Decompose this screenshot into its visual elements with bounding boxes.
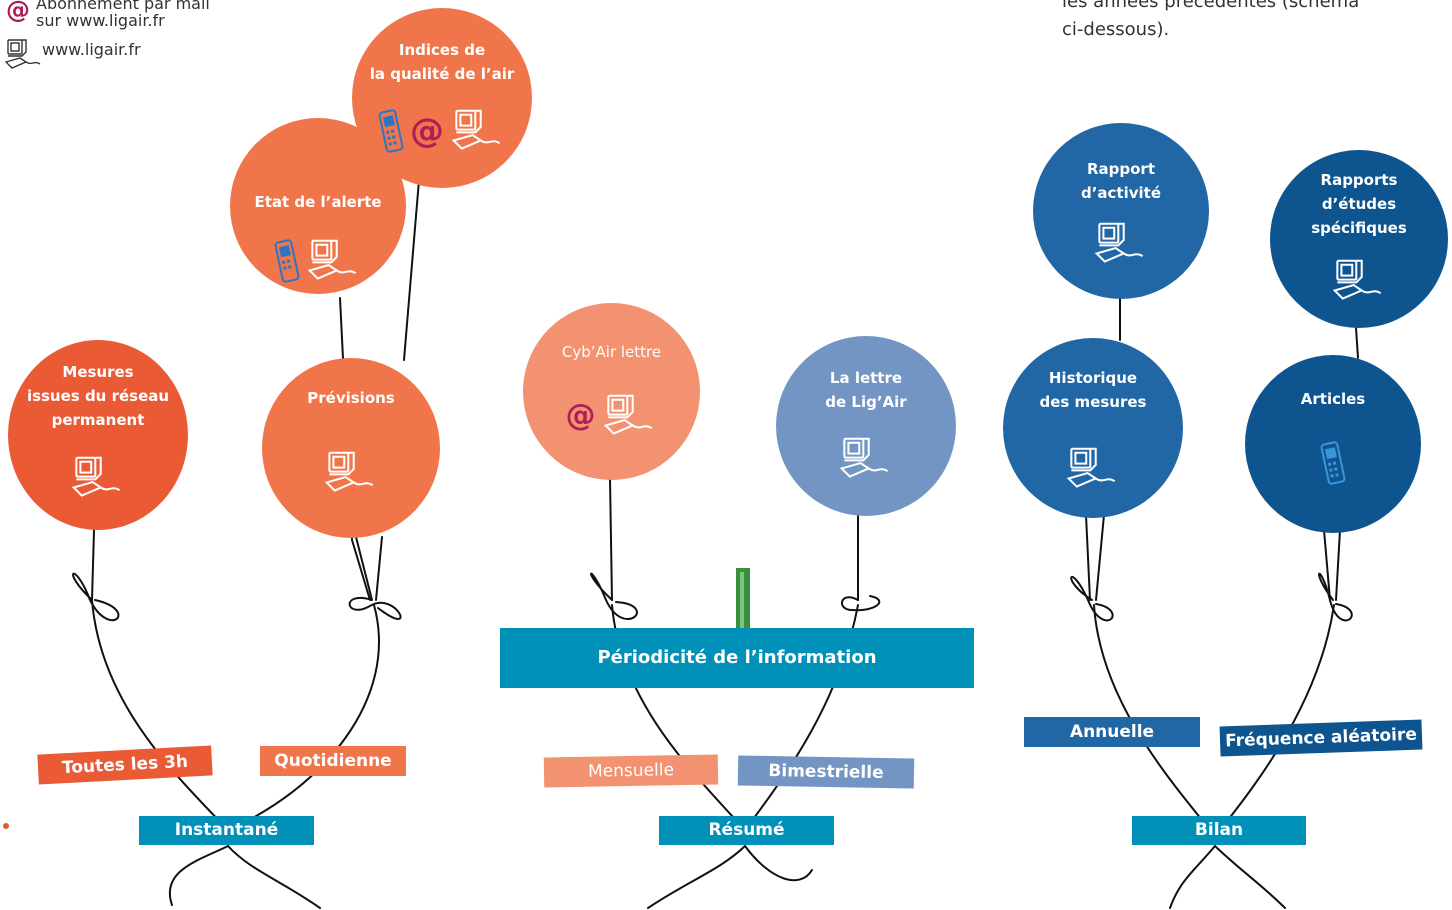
computer-icon [1094, 222, 1144, 263]
base-resume: Résumé [659, 816, 834, 845]
balloon-previsions: Prévisions [262, 358, 440, 538]
balloon-lettre: La lettre de Lig’Air [776, 336, 956, 516]
phone-icon [1320, 441, 1346, 485]
balloon-lettre-label: La lettre de Lig’Air [825, 369, 907, 411]
balloon-rapport-label: Rapport d’activité [1080, 160, 1162, 202]
balloon-articles: Articles [1245, 355, 1421, 533]
computer-icon [71, 456, 121, 497]
at-sign-icon: @ [6, 0, 30, 24]
balloon-historique-label: Historique des mesures [1039, 369, 1147, 411]
tag-mensuelle: Mensuelle [543, 754, 719, 788]
computer-icon [451, 109, 501, 150]
at-sign-icon: @ [410, 111, 444, 151]
tag-annuelle: Annuelle [1024, 717, 1200, 747]
balloon-rapports-etudes-label: Rapports d’études spécifiques [1311, 171, 1407, 237]
computer-icon [324, 451, 374, 492]
legend-mail-line2: sur www.ligair.fr [36, 11, 165, 30]
computer-icon [1066, 447, 1116, 488]
balloon-indices-label: Indices de la qualité de l’air [369, 41, 515, 83]
note-text: les années précédentes (schéma ci-dessou… [1062, 0, 1359, 44]
note-line1: les années précédentes (schéma [1062, 0, 1360, 12]
computer-icon [839, 437, 889, 478]
note-line2: ci-dessous). [1062, 19, 1170, 40]
balloon-articles-label: Articles [1300, 390, 1366, 408]
balloon-alerte-label: Etat de l’alerte [254, 193, 382, 211]
phone-icon [274, 239, 300, 283]
computer-icon [603, 394, 652, 435]
tag-bimestrielle: Bimestrielle [737, 755, 915, 789]
balloon-cybair: Cyb’Air lettre @ [523, 303, 700, 480]
computer-icon [307, 239, 357, 280]
balloon-rapport: Rapport d’activité [1033, 123, 1209, 299]
legend-web-text: www.ligair.fr [42, 40, 141, 59]
legend-mail-line1: Abonnement par mail [36, 0, 210, 13]
computer-icon [4, 39, 41, 69]
balloon-mesures-label: Mesures issues du réseau permanent [26, 363, 170, 429]
balloon-alerte: Etat de l’alerte [230, 118, 406, 294]
phone-icon [378, 109, 404, 153]
computer-icon [1332, 259, 1382, 300]
base-bilan: Bilan [1132, 816, 1306, 845]
at-sign-icon: @ [565, 398, 596, 433]
balloon-historique: Historique des mesures [1003, 338, 1183, 518]
balloon-rapports-etudes: Rapports d’études spécifiques [1270, 150, 1448, 328]
balloon-previsions-label: Prévisions [307, 389, 395, 407]
balloon-cybair-label: Cyb’Air lettre [561, 343, 662, 361]
periodicite-header: Périodicité de l’information [500, 628, 974, 688]
tag-quotidienne: Quotidienne [260, 746, 406, 776]
balloon-mesures: Mesures issues du réseau permanent [8, 340, 188, 530]
base-instantane: Instantané [139, 816, 314, 845]
